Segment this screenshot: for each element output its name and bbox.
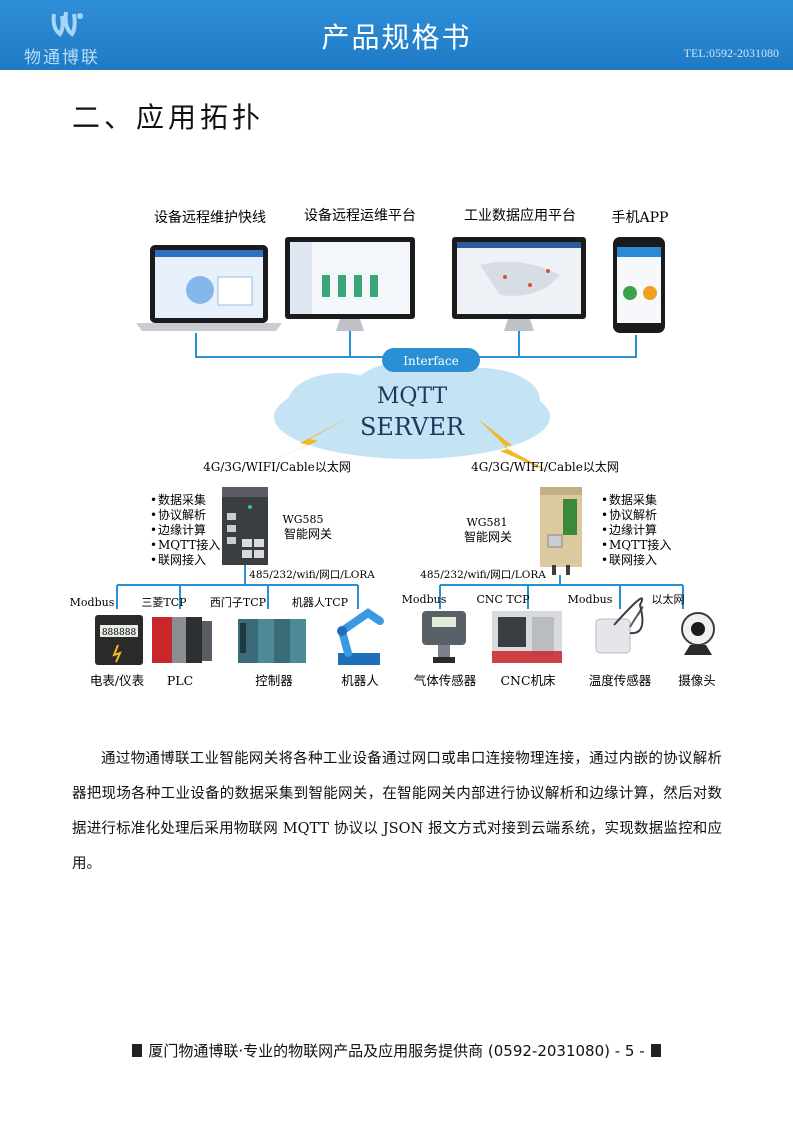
right-feature-item: MQTT接入 [609,537,671,552]
smartphone-icon [613,237,665,333]
topology-diagram: 设备远程维护快线 设备远程运维平台 工业数据应用平台 手机APP [70,207,716,688]
cloud-icon [274,361,550,459]
left-gateway-features: •数据采集 •协议解析 •边缘计算 •MQTT接入 •联网接入 [150,492,220,567]
gateway-ports-left: 485/232/wifi/网口/LORA [249,569,375,581]
camera-icon [681,612,715,655]
gateway-wg581-icon [540,487,582,575]
server-label-mqtt: MQTT [377,384,448,409]
temperature-sensor-icon [595,597,644,654]
platform-label-industrial-data: 工业数据应用平台 [464,207,576,224]
header-phone: TEL:0592-2031080 [683,46,779,60]
energy-meter-icon: 888888 [95,615,143,665]
platform-label-remote-maintenance: 设备远程维护快线 [154,209,266,226]
cnc-machine-icon [492,611,562,663]
company-logo-icon [51,11,83,37]
svg-text:•: • [150,538,157,552]
footer-marker-left [132,1044,143,1057]
server-label-server: SERVER [360,413,465,441]
gateway-wg585-icon [222,487,268,565]
right-gateway-features: •数据采集 •协议解析 •边缘计算 •MQTT接入 •联网接入 [601,492,671,567]
gas-sensor-icon [422,611,466,663]
monitor-data-platform-icon [452,237,586,331]
svg-text:•: • [150,493,157,507]
right-feature-item: 联网接入 [609,552,657,567]
plc-icon [152,617,212,663]
protocol-label: 西门子TCP [210,595,267,609]
svg-text:•: • [601,508,608,522]
left-feature-item: 边缘计算 [158,522,206,537]
monitor-ops-platform-icon [285,237,415,331]
gateway-name-left: 智能网关 [284,526,332,541]
device-label: PLC [167,673,193,688]
left-feature-item: 数据采集 [158,492,206,507]
robot-arm-icon [337,608,384,665]
svg-text:•: • [150,553,157,567]
svg-text:•: • [150,523,157,537]
protocol-label: Modbus [402,593,447,606]
device-bus-lines [116,565,684,609]
platform-label-mobile-app: 手机APP [612,210,669,226]
footer-text: 厦门物通博联·专业的物联网产品及应用服务提供商 (0592-2031080) -… [148,1042,645,1060]
protocol-label: 机器人TCP [292,595,349,609]
protocol-label: Modbus [70,596,115,609]
left-feature-item: MQTT接入 [158,537,220,552]
protocol-label: CNC TCP [476,593,530,606]
document-title: 产品规格书 [321,21,472,54]
protocol-label: Modbus [568,593,613,606]
network-label-right: 4G/3G/WIFI/Cable以太网 [471,459,619,474]
device-label: 控制器 [255,673,293,688]
left-feature-item: 联网接入 [158,552,206,567]
protocol-label: 三菱TCP [141,596,187,609]
gateway-model-right: WG581 [466,516,507,529]
laptop-icon [136,245,282,331]
protocol-label: 以太网 [652,593,685,606]
interface-badge [382,348,480,372]
gateway-ports-right: 485/232/wifi/网口/LORA [420,569,546,581]
wireless-bolt-left-icon [262,417,350,465]
left-feature-item: 协议解析 [158,507,206,522]
footer-marker-right [650,1044,661,1057]
interface-label: Interface [403,354,459,368]
logo-text: 物通博联 [24,48,100,68]
right-feature-item: 协议解析 [609,507,657,522]
right-feature-item: 边缘计算 [609,522,657,537]
device-label: CNC机床 [500,673,556,688]
device-label: 电表/仪表 [90,673,145,688]
device-label: 温度传感器 [589,673,652,688]
device-label: 机器人 [341,673,379,688]
svg-text:•: • [601,553,608,567]
page-header: 物通博联 产品规格书 TEL:0592-2031080 [0,0,793,70]
svg-text:•: • [601,493,608,507]
svg-text:•: • [601,538,608,552]
gateway-model-left: WG585 [282,513,323,526]
right-feature-item: 数据采集 [609,492,657,507]
svg-text:888888: 888888 [102,628,137,638]
page-footer: 厦门物通博联·专业的物联网产品及应用服务提供商 (0592-2031080) -… [0,1040,793,1061]
svg-text:•: • [150,508,157,522]
network-label-left: 4G/3G/WIFI/Cable以太网 [203,459,351,474]
section-title: 二、应用拓扑 [72,101,265,134]
description-paragraph: 通过物通博联工业智能网关将各种工业设备通过网口或串口连接物理连接，通过内嵌的协议… [72,751,722,872]
platform-label-remote-ops: 设备远程运维平台 [304,207,416,224]
svg-text:•: • [601,523,608,537]
gateway-name-right: 智能网关 [464,529,512,544]
controller-icon [238,619,306,663]
device-label: 气体传感器 [414,673,477,688]
device-label: 摄像头 [678,673,716,688]
